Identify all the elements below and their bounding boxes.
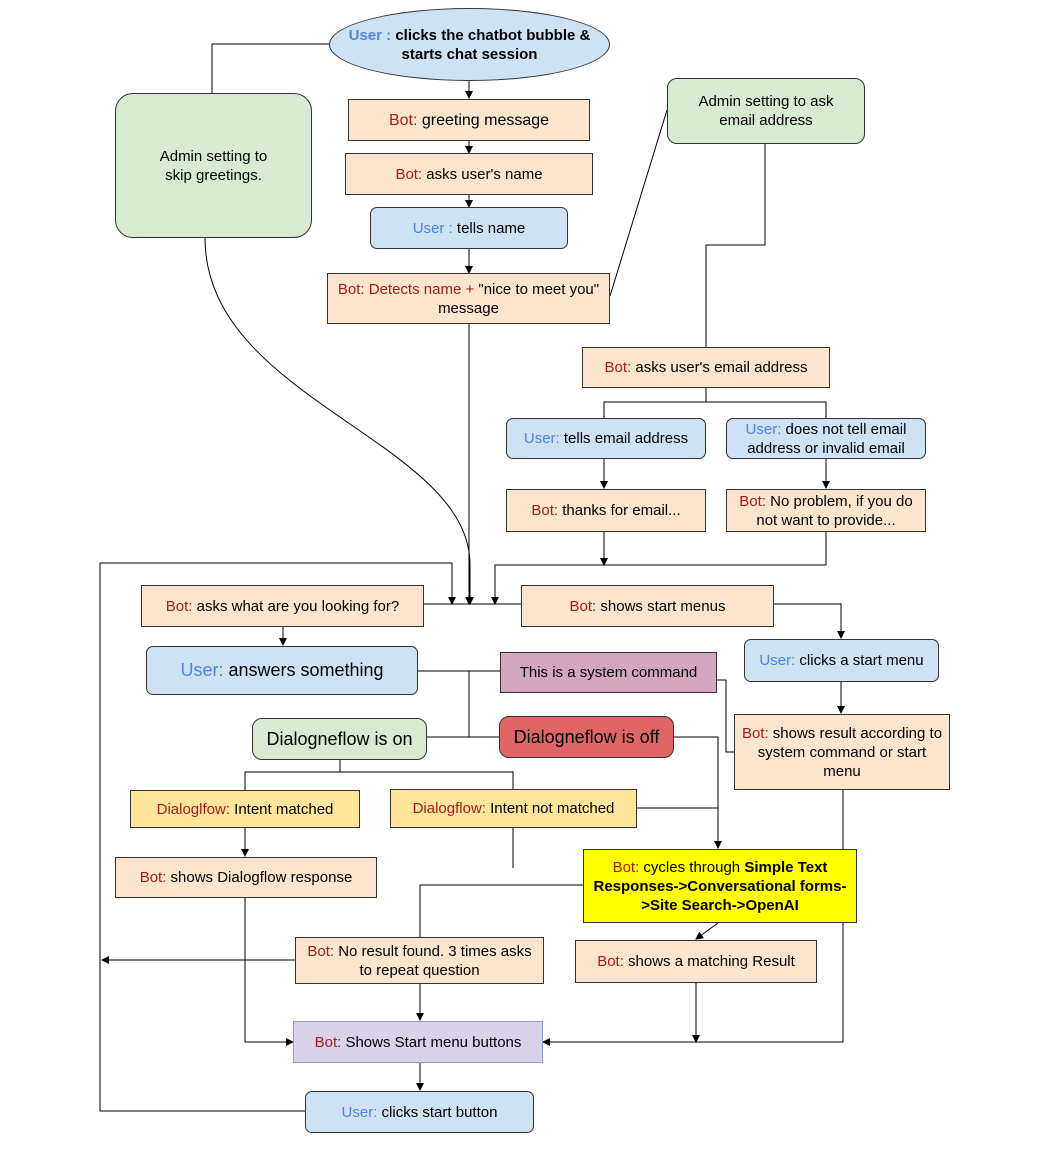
bot-ask-name-who: Bot: xyxy=(395,165,423,183)
bot-greeting-who: Bot: xyxy=(388,111,418,129)
bot-start-menus: Bot: shows start menus xyxy=(521,585,774,627)
dialogflow-intent-not-matched: Dialogflow: Intent not matched xyxy=(390,789,637,828)
admin-ask-email: Admin setting to ask email address xyxy=(667,78,865,144)
bot-matching-who: Bot: xyxy=(597,953,624,970)
dialogflow-on: Dialogneflow is on xyxy=(252,718,427,760)
user-tell-email: User: tells email address xyxy=(506,418,706,459)
bot-no-problem-text: No problem, if you do not want to provid… xyxy=(756,492,913,529)
dialogflow-on-text: Dialogneflow is on xyxy=(266,728,413,749)
user-tell-email-text: tells email address xyxy=(559,430,689,447)
bot-dialogflow-response: Bot: shows Dialogflow response xyxy=(115,857,377,898)
bot-dlg-response-text: shows Dialogflow response xyxy=(166,869,353,886)
user-answers-text: answers something xyxy=(223,660,384,680)
intent-matched-who: Dialoglfow: xyxy=(156,800,230,818)
user-tell-email-who: User: xyxy=(523,430,560,447)
dialogflow-off-text: Dialogneflow is off xyxy=(513,726,660,747)
bot-thanks-email-text: thanks for email... xyxy=(558,502,681,519)
user-clicks-start-who: User: xyxy=(341,1103,378,1121)
bot-show-result: Bot: shows result according to system co… xyxy=(734,714,950,790)
bot-detect-name-who: Bot: Detects name + xyxy=(337,280,475,298)
user-no-email: User: does not tell email address or inv… xyxy=(726,418,926,459)
dialogflow-intent-matched: Dialoglfow: Intent matched xyxy=(130,790,360,828)
bot-no-result-who: Bot: xyxy=(307,942,335,960)
bot-no-result-found: Bot: No result found. 3 times asks to re… xyxy=(295,937,544,984)
user-tell-name-who: User : xyxy=(412,219,453,237)
bot-start-buttons-who: Bot: xyxy=(314,1033,342,1051)
bot-cycles-through: Bot: cycles through Simple Text Response… xyxy=(583,849,857,923)
bot-thanks-email: Bot: thanks for email... xyxy=(506,489,706,532)
user-clicks-start-menu: User: clicks a start menu xyxy=(744,639,939,682)
bot-cycles-who: Bot: xyxy=(612,858,640,876)
bot-detect-name-text: "nice to meet you" message xyxy=(438,280,600,317)
start-node: User : clicks the chatbot bubble & start… xyxy=(329,8,610,81)
bot-dlg-response-who: Bot: xyxy=(139,869,167,886)
bot-cycles-sequence: Simple Text Responses->Conversational fo… xyxy=(593,858,847,914)
user-no-email-who: User: xyxy=(745,420,782,438)
user-clicks-menu-text: clicks a start menu xyxy=(795,652,924,669)
bot-greeting-text: greeting message xyxy=(417,111,550,129)
admin-skip-greetings: Admin setting to skip greetings. xyxy=(115,93,312,238)
admin-skip-greetings-text: Admin setting to skip greetings. xyxy=(159,147,268,184)
system-command: This is a system command xyxy=(500,652,717,693)
intent-matched-text: Intent matched xyxy=(229,800,334,818)
intent-not-matched-text: Intent not matched xyxy=(485,800,615,817)
user-clicks-start-text: clicks start button xyxy=(377,1103,498,1121)
bot-ask-looking-for-text: asks what are you looking for? xyxy=(192,597,400,615)
bot-start-buttons-text: Shows Start menu buttons xyxy=(341,1033,522,1051)
bot-ask-email-who: Bot: xyxy=(604,359,632,376)
bot-matching-result: Bot: shows a matching Result xyxy=(575,940,817,983)
bot-start-menus-text: shows start menus xyxy=(596,597,726,615)
bot-greeting: Bot: greeting message xyxy=(348,99,590,141)
admin-ask-email-text: Admin setting to ask email address xyxy=(698,93,834,129)
bot-no-problem: Bot: No problem, if you do not want to p… xyxy=(726,489,926,532)
user-tell-name: User : tells name xyxy=(370,207,568,249)
intent-not-matched-who: Dialogflow: xyxy=(412,800,486,817)
bot-ask-name-text: asks user's name xyxy=(422,165,543,183)
bot-show-result-who: Bot: xyxy=(741,724,769,742)
user-answers-who: User: xyxy=(180,660,224,680)
bot-ask-looking-for-who: Bot: xyxy=(165,597,193,615)
bot-start-menus-who: Bot: xyxy=(569,597,597,615)
start-node-who: User : xyxy=(348,26,392,44)
bot-ask-email-text: asks user's email address xyxy=(631,359,808,376)
bot-no-result-text: No result found. 3 times asks to repeat … xyxy=(334,942,532,979)
user-no-email-text: does not tell email address or invalid e… xyxy=(747,420,907,457)
bot-cycles-pre: cycles through xyxy=(639,858,745,876)
bot-no-problem-who: Bot: xyxy=(739,492,766,510)
bot-ask-looking-for: Bot: asks what are you looking for? xyxy=(141,585,424,627)
bot-thanks-email-who: Bot: xyxy=(531,502,559,519)
user-answers-something: User: answers something xyxy=(146,646,418,695)
user-clicks-start-button: User: clicks start button xyxy=(305,1091,534,1133)
bot-detect-name: Bot: Detects name + "nice to meet you" m… xyxy=(327,273,610,324)
bot-start-menu-buttons: Bot: Shows Start menu buttons xyxy=(293,1021,543,1063)
start-node-text: clicks the chatbot bubble & starts chat … xyxy=(391,26,591,63)
user-tell-name-text: tells name xyxy=(452,219,526,237)
user-clicks-menu-who: User: xyxy=(759,652,796,669)
bot-matching-text: shows a matching Result xyxy=(623,953,795,970)
system-command-text: This is a system command xyxy=(519,664,698,681)
dialogflow-off: Dialogneflow is off xyxy=(499,716,674,758)
bot-show-result-text: shows result according to system command… xyxy=(757,724,943,780)
bot-ask-name: Bot: asks user's name xyxy=(345,153,593,195)
bot-ask-email: Bot: asks user's email address xyxy=(582,347,830,388)
